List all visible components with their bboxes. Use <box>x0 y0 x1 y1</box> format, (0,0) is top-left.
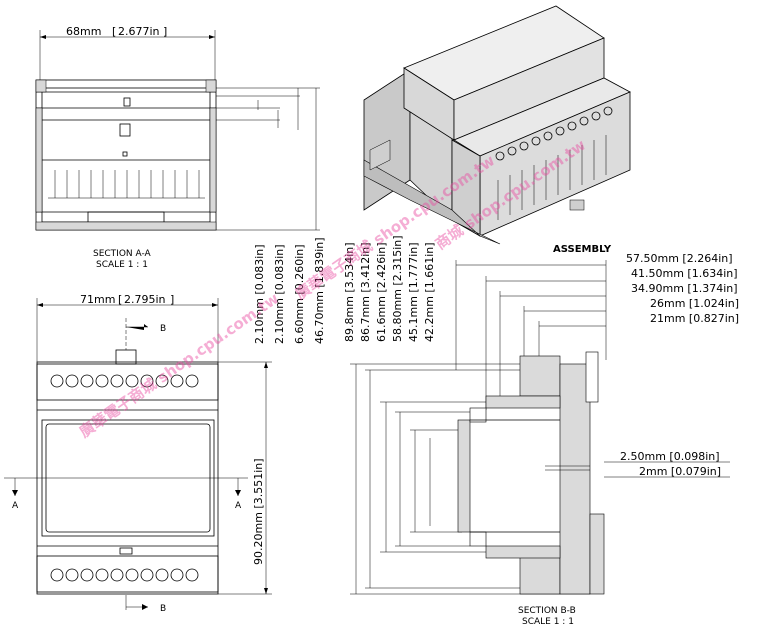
bb-small-dim-2: 2mm [0.079in] <box>639 465 721 478</box>
bb-vdim-5: 45.1mm [1.777in] <box>407 242 420 342</box>
section-b-label-bottom: B <box>160 604 166 614</box>
front-width-dim: 71mm <box>80 293 115 306</box>
assembly-caption: ASSEMBLY <box>553 244 612 255</box>
bb-vertical-dims: 89.8mm [3.534in] 86.7mm [3.412in] 61.6mm… <box>343 235 436 342</box>
front-width-dim-in: 2.795in <box>124 293 166 306</box>
bb-hdim-3: 34.90mm [1.374in] <box>631 282 738 295</box>
aa-vdim-2: 2.10mm [0.083in] <box>273 244 286 344</box>
bb-profile <box>457 351 605 595</box>
section-a-label-right: A <box>235 501 242 511</box>
bb-vertical-dim-lines <box>350 363 590 595</box>
assembly-fins <box>497 135 607 220</box>
aa-vdim-3: 6.60mm [0.260in] <box>293 244 306 344</box>
bb-caption-title: SECTION B-B <box>518 606 576 616</box>
front-height-dim: 90.20mm [3.551in] <box>252 458 265 565</box>
aa-terminal-fins <box>48 170 205 199</box>
bb-caption-scale: SCALE 1 : 1 <box>522 617 574 627</box>
bb-hdim-4: 26mm [1.024in] <box>650 297 739 310</box>
aa-vdim-1: 2.10mm [0.083in] <box>253 244 266 344</box>
svg-text:]: ] <box>163 25 167 38</box>
svg-text:[: [ <box>118 293 122 306</box>
bb-vdim-1: 89.8mm [3.534in] <box>343 242 356 342</box>
bb-hdim-5: 21mm [0.827in] <box>650 312 739 325</box>
bb-hdim-2: 41.50mm [1.634in] <box>631 267 738 280</box>
aa-width-dim: 68mm <box>66 25 101 38</box>
bb-small-dim-1: 2.50mm [0.098in] <box>620 450 720 463</box>
bb-vdim-3: 61.6mm [2.426in] <box>375 242 388 342</box>
bb-vdim-4: 58.80mm [2.315in] <box>391 235 404 342</box>
aa-caption-scale: SCALE 1 : 1 <box>96 260 148 270</box>
section-aa-view: 68mm [ 2.677in ] <box>35 25 326 344</box>
svg-text:[: [ <box>112 25 116 38</box>
bb-horizontal-dims: 57.50mm [2.264in] 41.50mm [1.634in] 34.9… <box>626 252 739 325</box>
assembly-terminals <box>495 106 613 161</box>
bb-horizontal-dim-lines <box>455 260 607 410</box>
section-b-label-top: B <box>160 324 166 334</box>
aa-caption-title: SECTION A-A <box>93 249 152 259</box>
bb-hdim-1: 57.50mm [2.264in] <box>626 252 733 265</box>
aa-vdim-4: 46.70mm [1.839in] <box>313 237 326 344</box>
section-a-label-left: A <box>12 501 19 511</box>
aa-width-dim-in: 2.677in <box>118 25 160 38</box>
front-view: 71mm [ 2.795in ] B B <box>4 293 272 614</box>
assembly-3d-view: ASSEMBLY <box>363 5 631 255</box>
section-bb-view: 57.50mm [2.264in] 41.50mm [1.634in] 34.9… <box>343 235 739 627</box>
watermarks: 廣華電子商城 shop.cpu.com.tw 廣華電子商城 shop.cpu.c… <box>76 136 589 442</box>
front-terminals-bottom <box>50 568 199 582</box>
front-terminals-top <box>50 374 199 388</box>
bb-vdim-6: 42.2mm [1.661in] <box>423 242 436 342</box>
watermark-1: 廣華電子商城 shop.cpu.com.tw <box>76 289 282 441</box>
aa-vertical-dims: 2.10mm [0.083in] 2.10mm [0.083in] 6.60mm… <box>253 237 326 344</box>
svg-text:]: ] <box>170 293 174 306</box>
bb-vdim-2: 86.7mm [3.412in] <box>359 242 372 342</box>
